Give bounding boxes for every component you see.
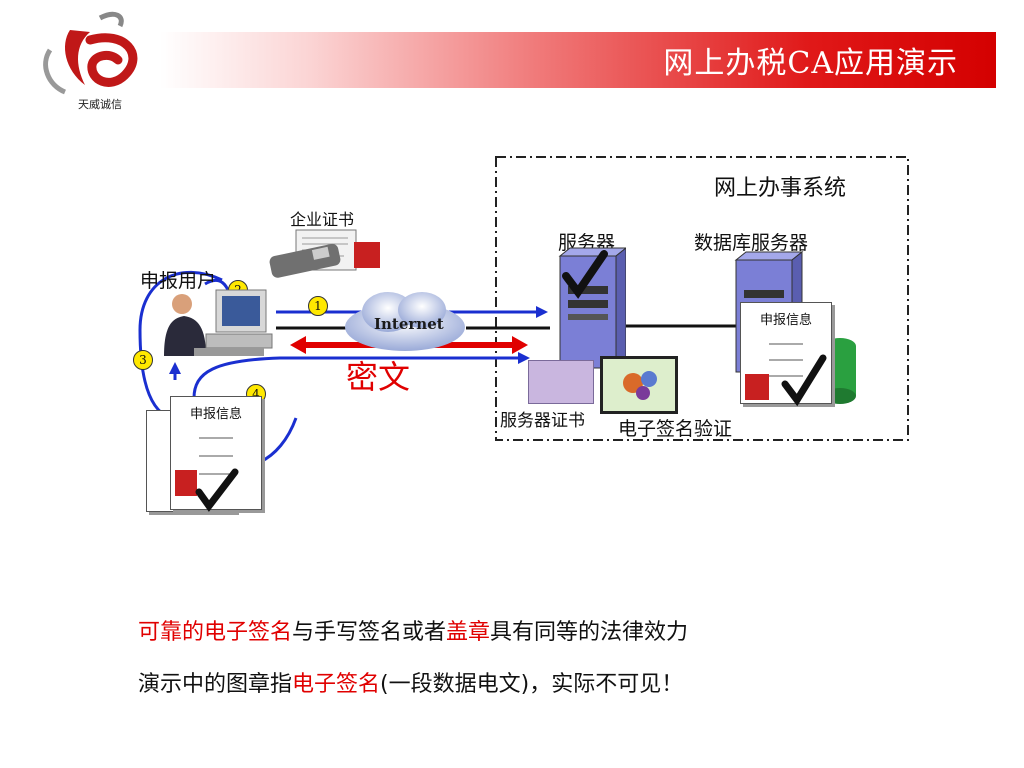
server-cert-icon [528,360,594,404]
note-1-black-b: 具有同等的法律效力 [490,620,689,645]
enterprise-cert-label: 企业证书 [290,210,355,229]
db-declaration-doc: 申报信息 [740,302,832,407]
user-declaration-doc: 申报信息 [170,396,262,512]
internet-label: Internet [374,315,444,333]
note-2-red-a: 电子签名 [292,672,381,697]
slide-title: 网上办税CA应用演示 [663,46,958,81]
system-box-label: 网上办事系统 [714,176,847,201]
note-2-black-b: (一段数据电文)，实际不可见！ [380,672,684,697]
note-1-red-b: 盖章 [446,620,491,645]
db-server-label: 数据库服务器 [694,232,809,254]
user-declaration-doc-title: 申报信息 [189,407,242,422]
signature-verify-screen-icon [600,356,678,414]
user-computer-icon [164,289,273,356]
user-label: 申报用户 [140,270,217,292]
note-line-2: 演示中的图章指电子签名(一段数据电文)，实际不可见！ [138,666,683,698]
server-icon [558,247,626,370]
note-2-black-a: 演示中的图章指 [138,672,293,697]
user-doc-lines-icon [175,437,239,512]
company-logo-icon [43,11,138,95]
step-3-badge: 3 [133,350,153,370]
step-1-badge: 1 [308,296,328,316]
company-logo-text: 天威诚信 [78,98,122,111]
note-1-red-a: 可靠的电子签名 [138,620,293,645]
server-cert-label: 服务器证书 [500,411,585,431]
internet-cloud-icon [345,292,465,351]
db-declaration-doc-title: 申报信息 [759,313,812,328]
verify-screen-graphic-icon [623,371,657,400]
note-1-black-a: 与手写签名或者 [292,620,447,645]
signature-verify-label: 电子签名验证 [618,418,733,440]
enterprise-cert-icon [269,229,380,278]
header-bar [160,32,996,88]
cipher-text-label: 密文 [346,358,411,396]
db-doc-lines-icon [745,343,827,407]
note-line-1: 可靠的电子签名与手写签名或者盖章具有同等的法律效力 [138,614,688,646]
